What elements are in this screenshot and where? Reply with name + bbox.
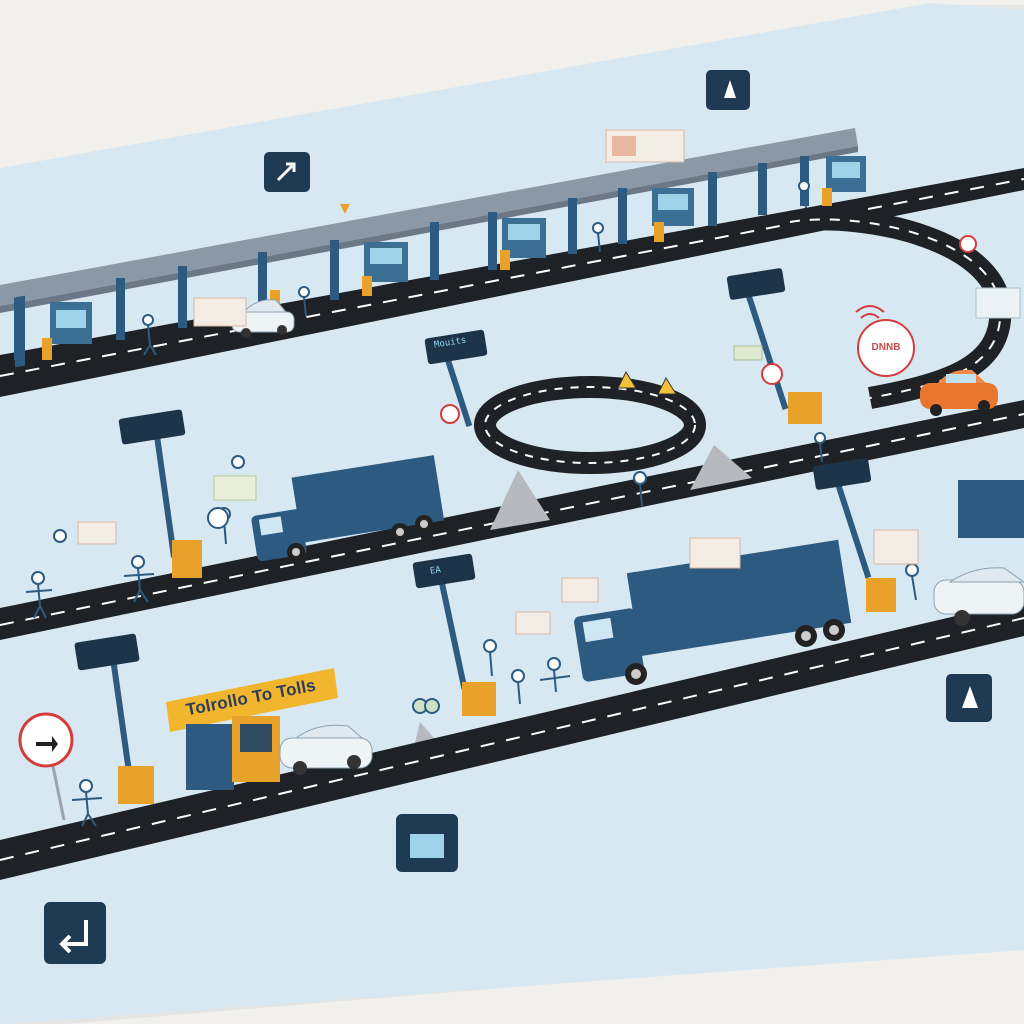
wifi-icon bbox=[855, 305, 885, 319]
signposts-middle bbox=[118, 268, 822, 578]
badge-text: DNNB bbox=[871, 342, 901, 353]
white-car-top bbox=[231, 299, 295, 338]
white-car-lower bbox=[279, 724, 373, 775]
truck-lower bbox=[574, 539, 852, 685]
orange-car bbox=[920, 369, 998, 416]
banknotes bbox=[77, 129, 1021, 635]
badge bbox=[857, 319, 915, 377]
icon-tiles bbox=[44, 70, 992, 964]
road-lower bbox=[0, 600, 1024, 880]
stick-figures bbox=[25, 180, 919, 827]
arrow-icon bbox=[340, 204, 350, 214]
warning-icon bbox=[617, 370, 677, 395]
toll-booth-lower bbox=[166, 668, 338, 790]
truck-middle bbox=[251, 455, 445, 562]
white-car-right bbox=[933, 567, 1024, 626]
circle-markers bbox=[53, 235, 977, 543]
small-sign-text: EA bbox=[429, 565, 442, 577]
road-loop bbox=[474, 376, 706, 474]
truck-right-edge bbox=[958, 480, 1024, 538]
signposts-lower bbox=[18, 458, 896, 821]
